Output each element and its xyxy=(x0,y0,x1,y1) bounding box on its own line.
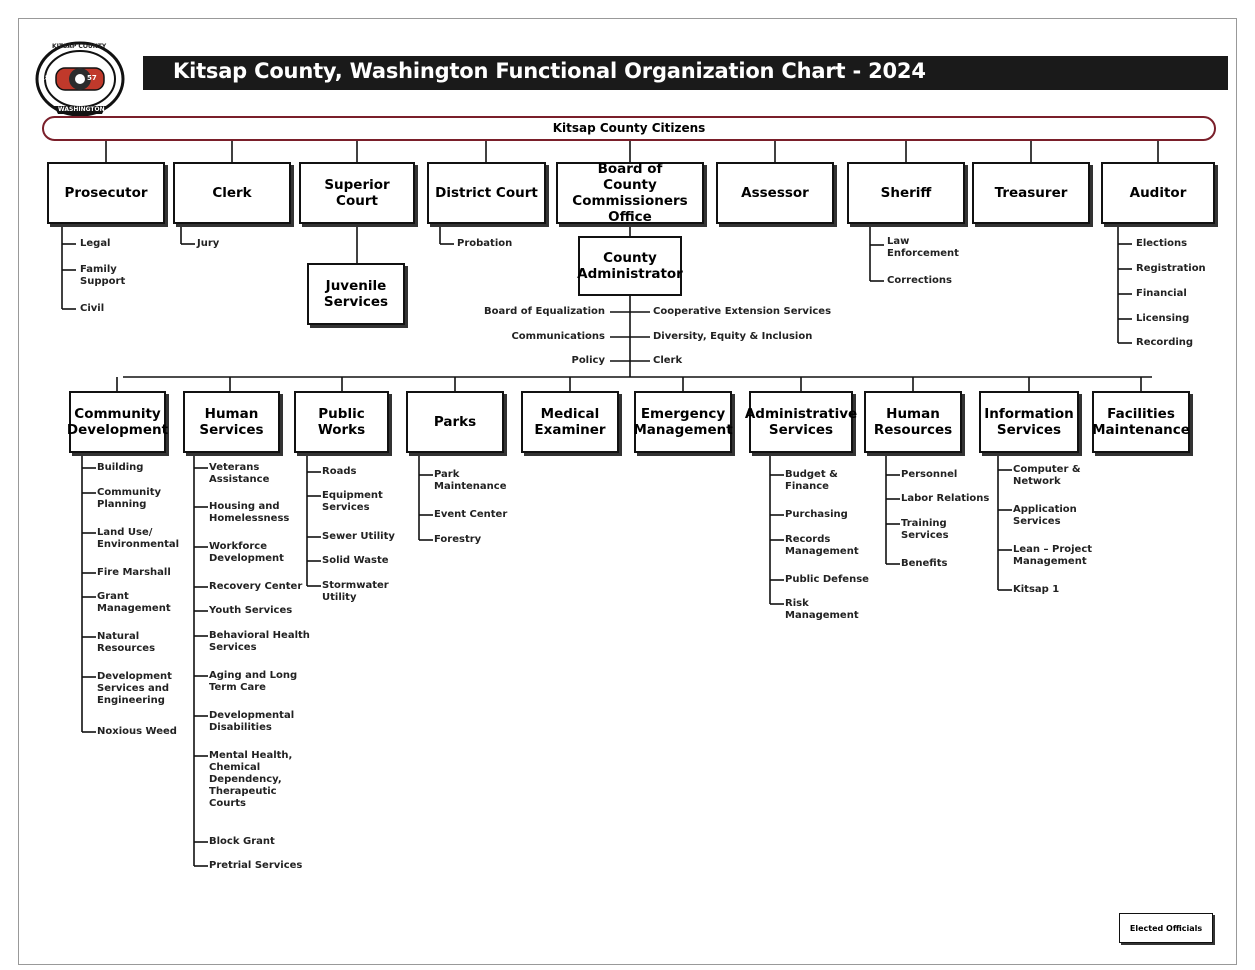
admin-left-policy: Policy xyxy=(571,355,605,366)
superior-court-box: Superior Court xyxy=(299,162,415,224)
cd-sub-fire-marshall: Fire Marshall xyxy=(97,567,171,578)
cd-sub-development-services: Development Services and Engineering xyxy=(97,671,172,706)
emergency-management-box: Emergency Management xyxy=(633,391,733,453)
hs-sub-behavioral-health: Behavioral Health Services xyxy=(209,630,310,653)
community-development-box: Community Development xyxy=(67,391,168,453)
title-bar: Kitsap County, Washington Functional Org… xyxy=(143,56,1228,90)
auditor-sub-financial: Financial xyxy=(1136,288,1187,299)
hs-sub-recovery-center: Recovery Center xyxy=(209,581,303,592)
hs-sub-block-grant: Block Grant xyxy=(209,836,275,847)
prosecutor-sub-civil: Civil xyxy=(80,303,105,314)
hs-sub-workforce: Workforce Development xyxy=(209,541,284,564)
prosecutor-sub-legal: Legal xyxy=(80,238,111,249)
chart-title: Kitsap County, Washington Functional Org… xyxy=(173,59,926,83)
cd-sub-noxious-weed: Noxious Weed xyxy=(97,726,177,737)
prosecutor-box: Prosecutor xyxy=(47,162,165,224)
assessor-box: Assessor xyxy=(716,162,834,224)
sheriff-sub-corrections: Corrections xyxy=(887,275,952,286)
as-sub-purchasing: Purchasing xyxy=(785,509,848,520)
citizens-box: Kitsap County Citizens xyxy=(42,116,1216,141)
hs-sub-developmental-disabilities: Developmental Disabilities xyxy=(209,710,295,733)
sheriff-box: Sheriff xyxy=(847,162,965,224)
information-services-box: Information Services xyxy=(979,391,1079,453)
auditor-box: Auditor xyxy=(1101,162,1215,224)
county-administrator-box: County Administrator xyxy=(577,236,683,296)
cd-sub-grant-management: Grant Management xyxy=(97,591,171,614)
auditor-sub-registration: Registration xyxy=(1136,263,1206,274)
facilities-maintenance-box: Facilities Maintenance xyxy=(1092,391,1190,453)
hs-sub-youth-services: Youth Services xyxy=(209,605,293,616)
is-sub-lean: Lean – Project Management xyxy=(1013,544,1093,567)
as-sub-budget: Budget & Finance xyxy=(785,469,838,492)
seal-right-number: 57 xyxy=(87,74,97,82)
admin-left-board-of-equalization: Board of Equalization xyxy=(484,306,605,317)
legend-elected-officials: Elected Officials xyxy=(1119,913,1213,943)
admin-right-dei: Diversity, Equity & Inclusion xyxy=(653,331,813,342)
human-services-box: Human Services xyxy=(183,391,280,453)
board-of-commissioners-box: Board of County Commissioners Office xyxy=(556,161,704,225)
as-sub-public-defense: Public Defense xyxy=(785,574,869,585)
auditor-sub-licensing: Licensing xyxy=(1136,313,1190,324)
parks-sub-forestry: Forestry xyxy=(434,534,482,545)
prosecutor-sub-family-support: Family Support xyxy=(80,264,126,287)
is-sub-computer-network: Computer & Network xyxy=(1013,464,1081,487)
public-works-box: Public Works xyxy=(294,391,389,453)
human-resources-box: Human Resources xyxy=(864,391,962,453)
pw-sub-stormwater: Stormwater Utility xyxy=(322,580,389,603)
seal-top-text: KITSAP COUNTY xyxy=(52,43,107,50)
parks-sub-park-maintenance: Park Maintenance xyxy=(434,469,507,492)
parks-sub-event-center: Event Center xyxy=(434,509,508,520)
county-seal-logo xyxy=(35,41,125,117)
hs-sub-aging: Aging and Long Term Care xyxy=(209,670,298,693)
cd-sub-natural-resources: Natural Resources xyxy=(97,631,156,654)
hr-sub-training: Training Services xyxy=(901,518,949,541)
pw-sub-sewer: Sewer Utility xyxy=(322,531,395,542)
pw-sub-solid-waste: Solid Waste xyxy=(322,555,389,566)
cd-sub-land-use: Land Use/ Environmental xyxy=(97,527,180,550)
hs-sub-housing: Housing and Homelessness xyxy=(209,501,290,524)
auditor-sub-elections: Elections xyxy=(1136,238,1188,249)
hr-sub-labor-relations: Labor Relations xyxy=(901,493,990,504)
medical-examiner-box: Medical Examiner xyxy=(521,391,619,453)
admin-right-cooperative-extension: Cooperative Extension Services xyxy=(653,306,832,317)
hr-sub-personnel: Personnel xyxy=(901,469,958,480)
parks-box: Parks xyxy=(406,391,504,453)
sheriff-sub-law-enforcement: Law Enforcement xyxy=(887,236,959,259)
hs-sub-mental-health: Mental Health, Chemical Dependency, Ther… xyxy=(209,750,293,809)
clerk-box: Clerk xyxy=(173,162,291,224)
pw-sub-roads: Roads xyxy=(322,466,357,477)
hs-sub-veterans: Veterans Assistance xyxy=(209,462,270,485)
district-court-box: District Court xyxy=(427,162,546,224)
is-sub-kitsap1: Kitsap 1 xyxy=(1013,584,1060,595)
is-sub-application: Application Services xyxy=(1013,504,1077,527)
clerk-sub-jury: Jury xyxy=(197,238,220,249)
admin-left-communications: Communications xyxy=(511,331,605,342)
cd-sub-building: Building xyxy=(97,462,144,473)
district-court-sub-probation: Probation xyxy=(457,238,513,249)
admin-right-clerk: Clerk xyxy=(653,355,683,366)
seal-bottom-text: WASHINGTON xyxy=(58,106,105,113)
cd-sub-community-planning: Community Planning xyxy=(97,487,162,510)
hs-sub-pretrial: Pretrial Services xyxy=(209,860,303,871)
pw-sub-equipment: Equipment Services xyxy=(322,490,383,513)
treasurer-box: Treasurer xyxy=(972,162,1090,224)
seal-left-number: 18 xyxy=(40,74,50,82)
as-sub-risk: Risk Management xyxy=(785,598,859,621)
auditor-sub-recording: Recording xyxy=(1136,337,1194,348)
juvenile-services-box: Juvenile Services xyxy=(307,263,405,325)
administrative-services-box: Administrative Services xyxy=(745,391,857,453)
as-sub-records: Records Management xyxy=(785,534,859,557)
hr-sub-benefits: Benefits xyxy=(901,558,948,569)
